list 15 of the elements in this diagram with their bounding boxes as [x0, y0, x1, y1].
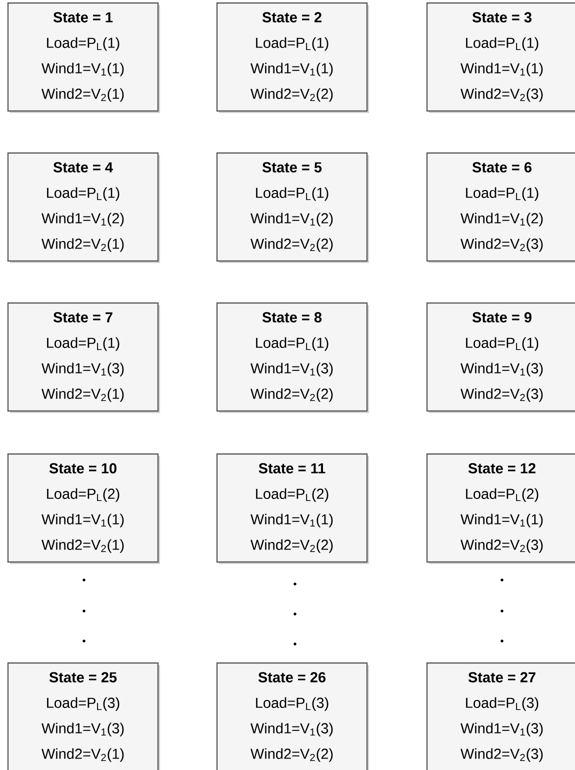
state-box: State = 9 Load=P$_{L}$(1) Wind1=V$_{1}$(3) Wind2=V$_{2}$(3): [426, 302, 575, 413]
state-box: State = 25 Load=P$_{L}$(3) Wind1=V$_{1}$(3) Wind2=V$_{2}$(1): [7, 662, 160, 770]
state-box: State = 26 Load=P$_{L}$(3) Wind1=V$_{1}$(3) Wind2=V$_{2}$(2): [216, 662, 369, 770]
state-box: State = 5 Load=P$_{L}$(1) Wind1=V$_{1}$(2) Wind2=V$_{2}$(2): [216, 152, 369, 263]
state-box: State = 7 Load=P$_{L}$(1) Wind1=V$_{1}$(3) Wind2=V$_{2}$(1): [7, 302, 160, 413]
state-box: State = 1 Load=P$_{L}$(1) Wind1=V$_{1}$(1) Wind2=V$_{2}$(1): [7, 2, 160, 113]
state-box: State = 12 Load=P$_{L}$(2) Wind1=V$_{1}$(1) Wind2=V$_{2}$(3): [426, 453, 575, 564]
state-box: State = 6 Load=P$_{L}$(1) Wind1=V$_{1}$(2) Wind2=V$_{2}$(3): [426, 152, 575, 263]
state-box: State = 4 Load=P$_{L}$(1) Wind1=V$_{1}$(2) Wind2=V$_{2}$(1): [7, 152, 160, 263]
state-box: State = 11 Load=P$_{L}$(2) Wind1=V$_{1}$(1) Wind2=V$_{2}$(2): [216, 453, 369, 564]
state-box: State = 3 Load=P$_{L}$(1) Wind1=V$_{1}$(1) Wind2=V$_{2}$(3): [426, 2, 575, 113]
state-box: State = 8 Load=P$_{L}$(1) Wind1=V$_{1}$(3) Wind2=V$_{2}$(2): [216, 302, 369, 413]
state-box: State = 27 Load=P$_{L}$(3) Wind1=V$_{1}$(3) Wind2=V$_{2}$(3): [426, 662, 575, 770]
state-box: State = 10 Load=P$_{L}$(2) Wind1=V$_{1}$(1) Wind2=V$_{2}$(1): [7, 453, 160, 564]
state-box: State = 2 Load=P$_{L}$(1) Wind1=V$_{1}$(1) Wind2=V$_{2}$(2): [216, 2, 369, 113]
